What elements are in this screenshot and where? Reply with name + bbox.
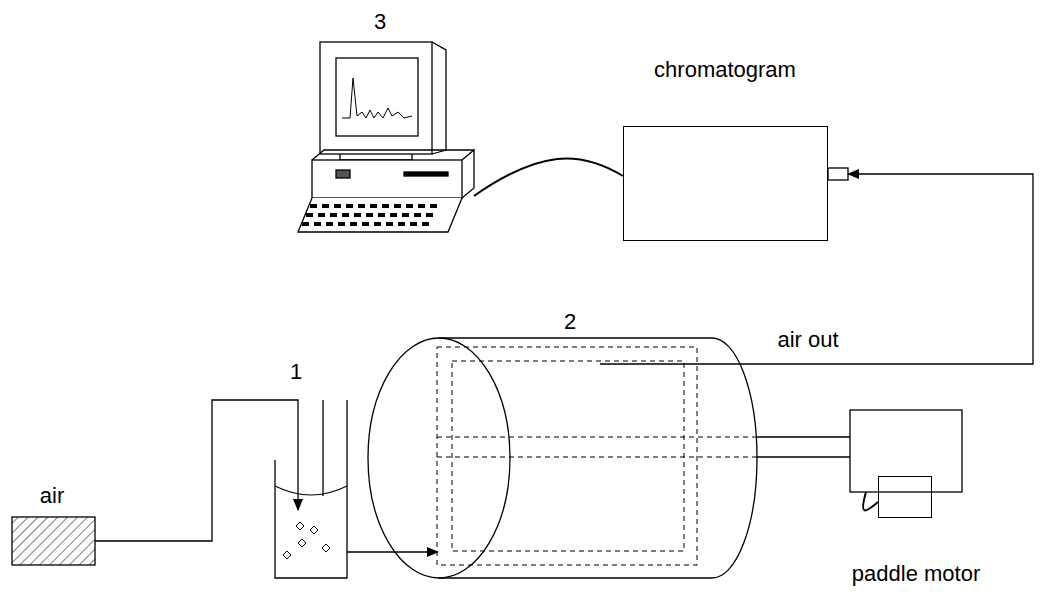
part-label: 1 [290,359,302,384]
motor-box: paddle motor [878,476,932,518]
cylinder-end [368,338,510,578]
paddle-outer [437,347,697,565]
part-label: 3 [374,9,386,34]
screen [336,58,418,136]
part-label: paddle motor [852,561,980,586]
part-label: 2 [564,309,576,334]
keyboard [298,198,462,232]
gas-line [95,400,298,541]
paddle-cylinder: 2 [368,338,758,578]
gas-line [347,551,438,552]
bubbler-vessel [275,460,347,578]
vent-tube [322,400,323,496]
monitor [320,42,432,154]
air-filter [12,517,95,565]
data-cable [474,158,623,196]
cylinder-body [439,338,757,578]
monitor-side [432,42,446,154]
paddle-inner [452,361,684,551]
chromatograph-box: chromatogram [623,126,828,241]
inlet-port [828,168,848,180]
gearbox [850,410,962,492]
shaft [757,436,850,437]
part-label: chromatogram [654,57,796,82]
gas-line [600,174,1033,364]
line-label: air out [774,327,841,352]
bubbler: 1 [275,460,347,578]
system-unit [312,160,462,198]
motor-cable [863,492,878,511]
computer: 3 [298,40,475,232]
part-label: air [40,483,64,508]
air-source: air [12,517,95,565]
